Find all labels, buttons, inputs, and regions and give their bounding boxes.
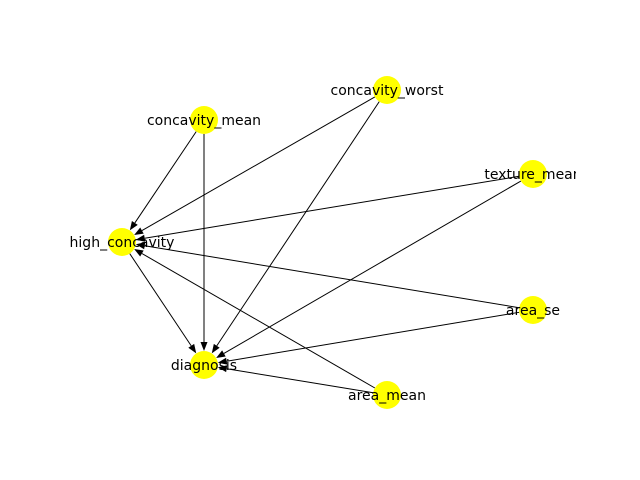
node-label-area_se: area_se	[506, 303, 560, 319]
edge-concavity_worst-to-high_concavity	[141, 96, 376, 231]
node-texture_mean	[519, 160, 547, 188]
arrowhead-concavity_mean-to-high_concavity	[129, 220, 138, 231]
arrowhead-area_mean-to-high_concavity	[134, 249, 144, 257]
node-label-concavity_mean: concavity_mean	[147, 113, 261, 129]
node-label-texture_mean: texture_mean	[484, 167, 581, 183]
edge-concavity_mean-to-high_concavity	[134, 131, 197, 224]
arrowhead-concavity_worst-to-high_concavity	[134, 227, 144, 236]
arrowhead-area_se-to-diagnosis	[217, 357, 228, 365]
label-layer: high_concavity diagnosis concavity_mean con…	[70, 83, 581, 404]
arrowhead-high_concavity-to-diagnosis	[188, 343, 197, 354]
edge-area_se-to-high_concavity	[144, 245, 520, 309]
node-diagnosis	[190, 351, 218, 379]
node-high_concavity	[108, 228, 136, 256]
arrowhead-area_se-to-high_concavity	[135, 242, 146, 250]
arrowhead-area_mean-to-diagnosis	[217, 365, 228, 373]
node-label-concavity_worst: concavity_worst	[331, 83, 444, 99]
node-area_se	[519, 296, 547, 324]
edge-layer	[129, 96, 522, 394]
node-label-high_concavity: high_concavity	[70, 235, 175, 251]
node-concavity_worst	[373, 76, 401, 104]
node-layer	[108, 76, 547, 409]
node-label-diagnosis: diagnosis	[171, 358, 237, 374]
edge-area_mean-to-high_concavity	[141, 253, 376, 389]
edge-texture_mean-to-high_concavity	[144, 175, 520, 239]
edge-area_se-to-diagnosis	[226, 311, 520, 362]
arrowhead-concavity_mean-to-diagnosis	[200, 342, 208, 351]
edge-texture_mean-to-diagnosis	[223, 180, 522, 354]
edge-area_mean-to-diagnosis	[226, 368, 374, 394]
node-label-area_mean: area_mean	[348, 388, 426, 404]
node-concavity_mean	[190, 106, 218, 134]
edge-high_concavity-to-diagnosis	[129, 253, 192, 347]
arrowhead-texture_mean-to-diagnosis	[216, 350, 226, 358]
arrowhead-texture_mean-to-high_concavity	[135, 234, 146, 242]
arrowhead-concavity_worst-to-diagnosis	[211, 343, 220, 354]
edge-concavity_worst-to-diagnosis	[216, 101, 380, 347]
node-area_mean	[373, 381, 401, 409]
